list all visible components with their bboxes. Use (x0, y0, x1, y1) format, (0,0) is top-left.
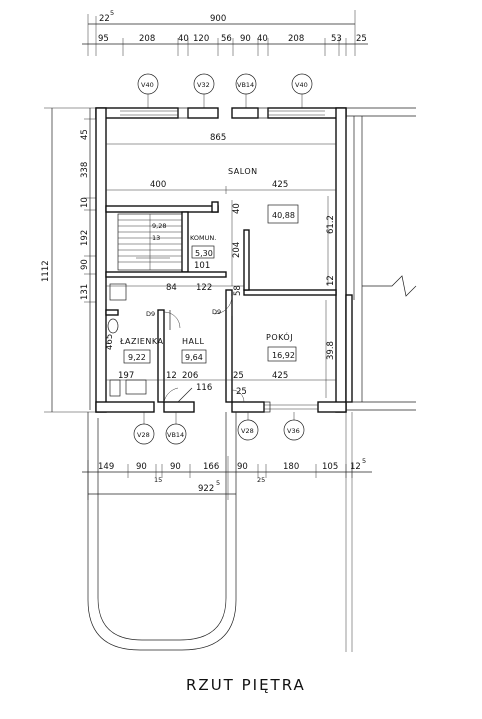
bottom-seg-8: 105 (322, 462, 338, 472)
room-name-komun: KOMUN. (190, 234, 216, 242)
top-seg-2: 40 (178, 34, 189, 44)
right-terrace (345, 107, 417, 652)
door-swings (163, 295, 245, 403)
front-terrace (87, 412, 237, 651)
inner-dim-40: 40 (232, 203, 242, 214)
inner-dimension-lines (106, 143, 336, 398)
bottom-seg-9: 12 (350, 462, 361, 472)
left-seg-5: 131 (80, 284, 90, 300)
top-window-callouts (137, 73, 313, 108)
left-seg-3: 192 (80, 230, 90, 246)
inner-dim-400: 400 (150, 180, 166, 190)
top-seg-0: 95 (98, 34, 109, 44)
inner-dim-84: 84 (166, 283, 177, 293)
bottom-seg-5: 90 (237, 462, 248, 472)
door-tag-1: D9 (212, 308, 221, 316)
top-offset-sup: 5 (110, 9, 114, 17)
inner-dim-58: 58 (233, 285, 243, 296)
room-name-salon: SALON (228, 167, 258, 176)
room-area-lazienka: 9,22 (128, 353, 146, 362)
top-overall-dim: 900 (210, 14, 226, 24)
inner-dim-398: 39.8 (326, 341, 336, 360)
bottom-seg-3: 90 (170, 462, 181, 472)
interior-walls (105, 201, 353, 403)
left-seg-6: 465 (105, 334, 115, 350)
exterior-walls (95, 107, 347, 413)
staircase (117, 213, 183, 271)
top-dimension-lines (82, 10, 368, 56)
bottom-seg-7: 180 (283, 462, 299, 472)
top-seg-1: 208 (139, 34, 155, 44)
top-seg-9: 25 (356, 34, 367, 44)
window-tag-bottom-2: V28 (241, 427, 254, 435)
window-tag-bottom-3: V36 (287, 427, 300, 435)
room-name-hall: HALL (182, 337, 204, 346)
bottom-seg-2: 15 (154, 476, 162, 484)
top-seg-8: 53 (331, 34, 342, 44)
left-seg-0: 45 (80, 129, 90, 140)
left-seg-1: 338 (80, 162, 90, 178)
inner-dim-425: 425 (272, 180, 288, 190)
top-seg-5: 90 (240, 34, 251, 44)
inner-dim-612: 61.2 (326, 215, 336, 234)
inner-dim-204: 204 (232, 242, 242, 258)
bottom-overall-dim: 922 (198, 484, 214, 494)
inner-dim-197: 197 (118, 371, 134, 381)
top-seg-6: 40 (257, 34, 268, 44)
left-dimension-lines (44, 107, 100, 413)
room-area-komun: 5,30 (195, 249, 213, 258)
window-tag-bottom-0: V28 (137, 431, 150, 439)
bottom-seg-9-sup: 5 (362, 457, 366, 465)
left-overall-dim: 1112 (41, 260, 51, 282)
window-tag-bottom-1: VB14 (167, 431, 184, 439)
stair-area-label: 9,28 (152, 222, 166, 230)
window-tag-top-0: V40 (141, 81, 154, 89)
bottom-seg-1: 90 (136, 462, 147, 472)
top-offset-dim: 22 (99, 14, 110, 24)
inner-dim-122: 122 (196, 283, 212, 293)
bottom-seg-0: 149 (98, 462, 114, 472)
window-tag-top-2: VB14 (237, 81, 254, 89)
top-seg-7: 208 (288, 34, 304, 44)
inner-dim-25: 25 (233, 371, 244, 381)
inner-dim-12-right: 12 (326, 275, 336, 286)
room-area-salon: 40,88 (272, 211, 295, 220)
bottom-seg-6: 25 (257, 476, 265, 484)
left-seg-2: 10 (80, 197, 90, 208)
top-seg-3: 120 (193, 34, 209, 44)
room-name-lazienka: ŁAZIENKA (119, 337, 163, 346)
door-tag-0: D9 (146, 310, 155, 318)
inner-dim-12-hall: 12 (166, 371, 177, 381)
inner-dim-116: 116 (196, 383, 212, 393)
room-area-pokoj: 16,92 (272, 351, 295, 360)
bottom-window-callouts (133, 412, 305, 445)
inner-dim-101: 101 (194, 261, 210, 271)
left-seg-4: 90 (80, 259, 90, 270)
inner-dim-206: 206 (182, 371, 198, 381)
drawing-title: RZUT PIĘTRA (186, 676, 306, 694)
top-seg-4: 56 (221, 34, 232, 44)
bottom-overall-sup: 5 (216, 479, 220, 487)
window-tag-top-1: V32 (197, 81, 210, 89)
inner-dim-425-pokoj: 425 (272, 371, 288, 381)
stair-step-label: 13 (152, 234, 160, 242)
window-tag-top-3: V40 (295, 81, 308, 89)
bottom-seg-4: 166 (203, 462, 219, 472)
inner-dim-25-bottom: 25 (236, 387, 247, 397)
room-area-hall: 9,64 (185, 353, 203, 362)
room-name-pokoj: POKÓJ (266, 331, 293, 342)
inner-dim-865: 865 (210, 133, 226, 143)
